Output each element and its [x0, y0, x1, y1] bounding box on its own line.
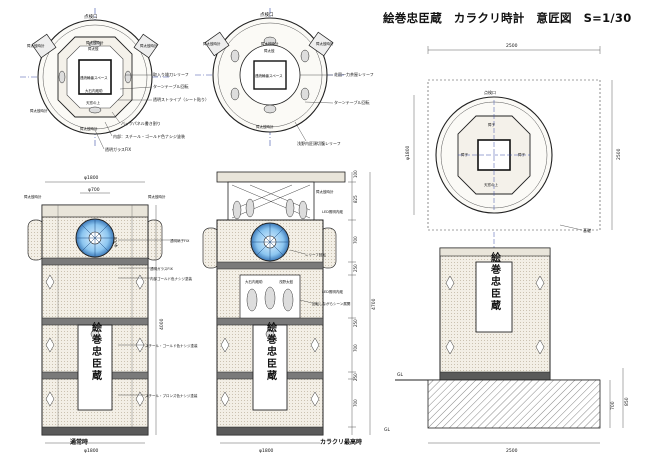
note-turntable-center: ターンテーブル回転 — [334, 99, 370, 105]
note-interior-finish: 内部：スチール・ゴールド色ナシジ塗装 — [113, 133, 185, 139]
label-led-top: LED照明内蔵 — [322, 209, 343, 214]
label-drum-clock-center: 障太鼓時計 — [261, 41, 279, 46]
label-space-center: 連続輪番スペース — [255, 73, 283, 78]
note-back-panel: バックパネル書き割り — [121, 120, 161, 126]
dim-plan-diameter: φ1800 — [405, 145, 411, 160]
label-space: 連続輪番スペース — [80, 75, 108, 80]
label-right-clock-center: 障太鼓時計 — [316, 41, 334, 46]
label-skylight-right: 天窓の上 — [484, 182, 498, 187]
elevation-view-left: φ1800 φ700 — [24, 175, 198, 454]
dim-r-700b: 700 — [353, 344, 358, 352]
dim-plan-depth: 2500 — [616, 148, 622, 160]
caption-normal: 通常時 — [70, 438, 88, 446]
dim-foundation-width: 2500 — [506, 448, 518, 454]
dim-foundation-700: 700 — [610, 401, 616, 410]
plan-view-left: 点検口 障太鼓時計 障太鼓 障太鼓時計 障太鼓時計 連続輪番スペース 大石内蔵助… — [20, 8, 209, 152]
note-glass-fix-2: 透明ガラスFIX — [150, 266, 173, 271]
label-drum: 障太鼓 — [88, 46, 99, 51]
label-oishi-elev: 大石内蔵助 — [245, 279, 263, 284]
dim-foundation-850: 850 — [624, 397, 630, 406]
label-drum-clock-center-elev: 障太鼓時計 — [316, 189, 334, 194]
label-asano-drum: 浅野太鼓 — [279, 279, 293, 284]
elevation-view-right: 絵巻忠臣蔵 GL GL 700 850 2500 — [384, 232, 630, 454]
dim-r-100: 100 — [353, 170, 358, 178]
label-right-drum-clock: 障太鼓時計 — [140, 43, 158, 48]
sign-text-center: 絵巻忠臣蔵 — [265, 321, 278, 382]
label-oishi: 大石内蔵助 — [85, 88, 103, 93]
label-shoji-top: 障子 — [488, 122, 496, 127]
label-drum-center: 障太鼓 — [264, 48, 275, 53]
label-inspection-port: 点検口 — [84, 13, 98, 20]
dim-r-700: 700 — [353, 236, 358, 244]
note-glass-fix: 透明硝子FIX — [170, 238, 190, 243]
caption-karakuri-max: カラクリ最高時 — [320, 438, 362, 446]
dim-top-diameter: φ1800 — [84, 175, 99, 181]
dim-height: 4000 — [159, 318, 165, 330]
note-stripe: 透明ストライプ（シート貼り） — [153, 96, 209, 102]
label-lower-left-clock: 障太鼓時計 — [30, 108, 48, 113]
dim-bottom-diameter-center: φ1800 — [259, 448, 274, 454]
label-inspection-port-right: 点検口 — [484, 89, 496, 95]
label-left-drum-clock: 障太鼓時計 — [27, 43, 45, 48]
elevation-view-center: 絵巻忠臣蔵 φ1800 カラクリ最高時 100 825 700 250 250 … — [202, 170, 377, 454]
label-led-mid: LED照明内蔵 — [322, 289, 343, 294]
sign-text-left: 絵巻忠臣蔵 — [90, 321, 103, 382]
note-asano-relief: 浅野内匠頭切腹レリーフ — [297, 140, 341, 146]
sign-text-right: 絵巻忠臣蔵 — [489, 251, 502, 312]
dim-plan-width: 2500 — [506, 43, 518, 49]
dim-clock-side: φ700 — [113, 236, 118, 247]
label-gl-left: GL — [397, 372, 403, 378]
note-glass: 透明ガラスFIX — [105, 146, 131, 152]
note-turntable: ターンテーブル回転 — [153, 83, 189, 89]
label-drum-clock-elev: 障太鼓時計 — [24, 194, 42, 199]
dim-r-825: 825 — [353, 195, 358, 203]
dim-bottom-diameter: φ1800 — [84, 448, 99, 454]
label-skylight: 天窓の上 — [86, 100, 100, 105]
dim-total-height: 4700 — [371, 298, 377, 310]
sheet-title: 絵巻忠臣蔵 カラクリ時計 意匠図 S=1/30 — [383, 11, 632, 25]
label-left-clock-center: 障太鼓時計 — [203, 41, 221, 46]
label-drum-clock-elev-right: 障太鼓時計 — [148, 194, 166, 199]
label-drum-clock: 障太鼓時計 — [86, 40, 104, 45]
label-inspection-port-center: 点検口 — [260, 11, 274, 18]
note-scene-rotate: 回転しながらシーン展開 — [312, 301, 351, 306]
plan-view-center: 点検口 障太鼓時計 障太鼓 障太鼓時計 障太鼓時計 連続輪番スペース 障太鼓時計… — [195, 8, 374, 148]
label-bottom-clock: 障太鼓時計 — [80, 126, 98, 131]
label-gl-bottom: GL — [384, 427, 390, 433]
dim-r-700c: 700 — [353, 399, 358, 407]
note-relief-center: 花園一力茶屋レリーフ — [334, 71, 374, 77]
note-interior-gold: 内部ゴールド色ナシジ塗装 — [150, 276, 192, 281]
label-bottom-clock-center: 障太鼓時計 — [256, 124, 274, 129]
dim-r-250a: 250 — [353, 264, 358, 272]
dim-r-250c: 250 — [353, 373, 358, 381]
plan-view-right: 2500 2500 φ1800 点検口 障子 障子 天窓の上 障子 基礎 — [405, 43, 622, 233]
dim-r-250b: 250 — [353, 319, 358, 327]
dim-clock-diameter: φ700 — [88, 187, 100, 193]
label-shoji-left: 障子 — [461, 152, 469, 157]
note-relief: 取入り雄刀レリーフ — [153, 71, 189, 77]
note-foundation: 基礎 — [583, 227, 591, 233]
note-relief-rotate: レリーフ回転 — [305, 252, 326, 257]
label-shoji-right: 障子 — [518, 152, 526, 157]
note-steel-gold: スチール・ゴールド色ナシジ塗装 — [145, 343, 198, 348]
note-steel-bronze: スチール・ブロンズ色ナシジ塗装 — [145, 393, 198, 398]
